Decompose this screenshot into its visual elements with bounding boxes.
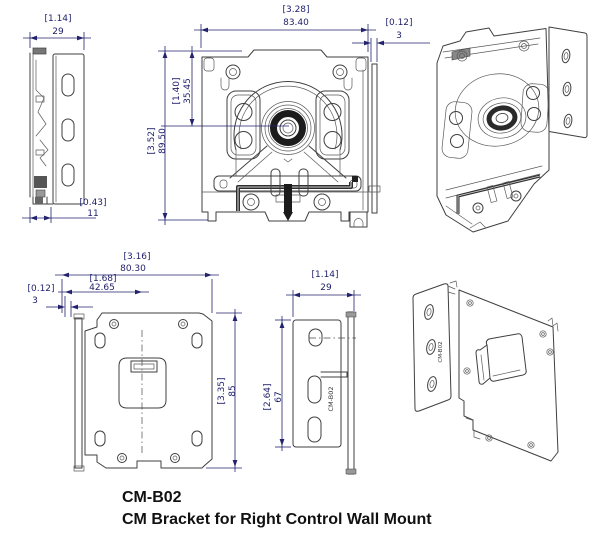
dim-side-right-height: [2.64] 67: [263, 316, 291, 451]
dim-side-left-width-in: [1.14]: [44, 14, 71, 24]
dim-back-width: [3.16] 80.30: [55, 252, 219, 313]
view-back: [73, 312, 213, 472]
dim-side-left-depth-mm: 11: [87, 209, 98, 219]
dim-front-height: [3.52] 89.50: [147, 46, 242, 225]
view-iso-bracket: CM-B02: [412, 280, 559, 462]
part-number-title: CM-B02: [122, 489, 182, 506]
dim-side-right-height-in: [2.64]: [263, 383, 273, 410]
dim-front-width-in: [3.28]: [282, 5, 309, 15]
dim-side-left-width: [1.14] 29: [23, 14, 91, 50]
dim-side-right-height-mm: 67: [274, 391, 284, 402]
dim-front-height-mm: 89.50: [158, 128, 168, 154]
view-side-left: [29, 47, 85, 205]
dim-back-center: [1.68] 42.65: [58, 274, 149, 317]
view-front: [201, 49, 381, 228]
part-stamp-side: CM-B02: [327, 387, 335, 412]
dim-side-left-depth-in: [0.43]: [79, 198, 106, 208]
dim-back-width-in: [3.16]: [123, 252, 150, 262]
dim-back-height-in: [3.35]: [217, 377, 227, 404]
dim-front-center: [1.40] 35.45: [161, 46, 289, 127]
dim-front-offset: [0.12] 3: [352, 18, 430, 62]
dim-side-right-width-mm: 29: [320, 283, 332, 293]
dim-front-center-mm: 35.45: [183, 78, 193, 104]
dim-back-width-mm: 80.30: [120, 264, 146, 274]
dim-front-center-in: [1.40]: [172, 77, 182, 104]
dim-side-left-width-mm: 29: [52, 27, 64, 37]
dim-side-left-depth: [0.43] 11: [22, 198, 107, 223]
dim-back-offset: [0.12] 3: [27, 284, 93, 317]
dim-front-offset-mm: 3: [396, 31, 402, 41]
dim-side-right-width-in: [1.14]: [311, 270, 338, 280]
dim-back-offset-in: [0.12]: [27, 284, 54, 294]
dim-front-offset-in: [0.12]: [385, 18, 412, 28]
dim-back-height-mm: 85: [228, 385, 238, 396]
view-side-right: CM-B02: [292, 311, 357, 475]
dim-back-center-in: [1.68]: [89, 274, 116, 284]
dim-front-height-in: [3.52]: [147, 127, 157, 154]
dim-side-right-width: [1.14] 29: [286, 270, 361, 317]
dim-back-height: [3.35] 85: [206, 309, 242, 472]
dim-back-offset-mm: 3: [32, 296, 38, 306]
part-name-title: CM Bracket for Right Control Wall Mount: [122, 511, 432, 528]
dim-front-width: [3.28] 83.40: [194, 5, 376, 52]
view-iso-assembled: [436, 26, 588, 233]
part-stamp-iso: CM-B02: [438, 341, 444, 362]
dim-back-center-mm: 42.65: [89, 283, 115, 293]
dim-front-width-mm: 83.40: [283, 18, 309, 28]
